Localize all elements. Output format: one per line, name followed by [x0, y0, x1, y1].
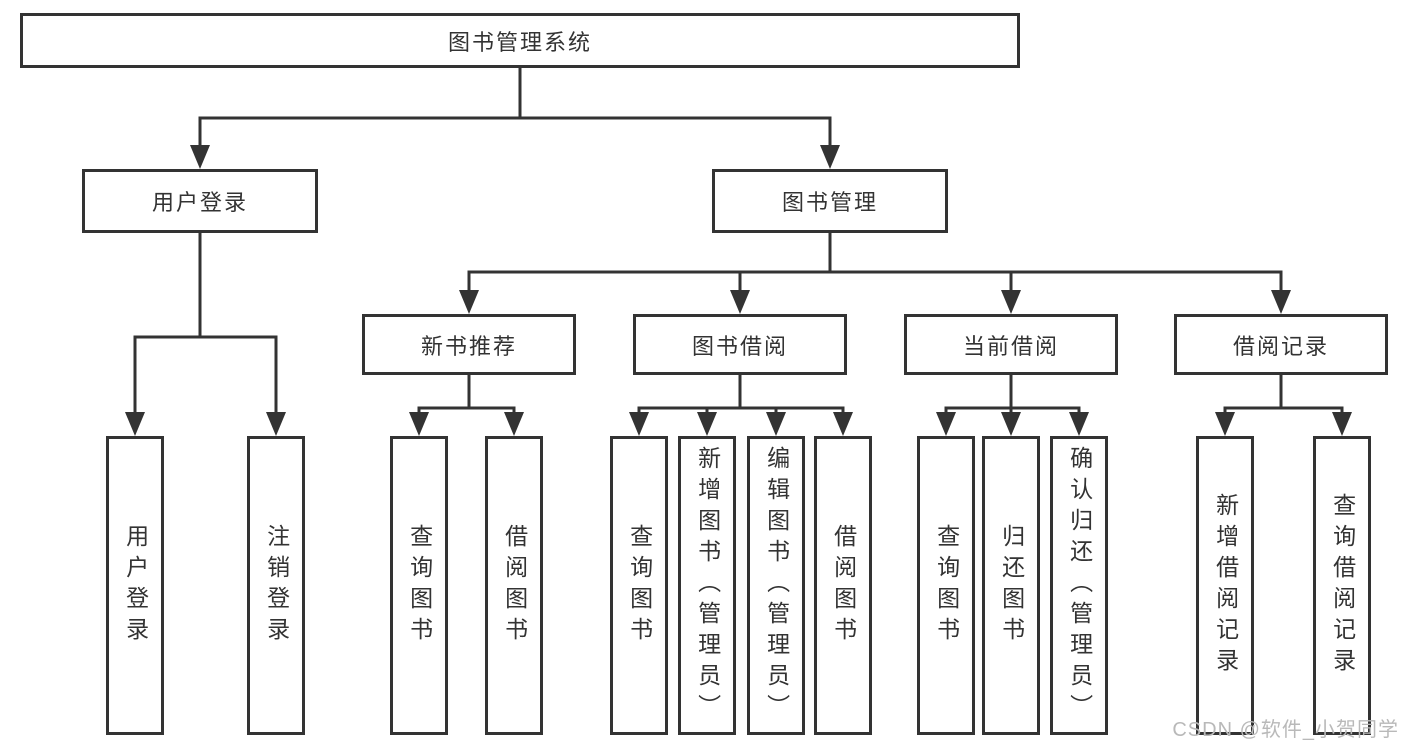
leaf-add-borrow-record-label: 新增借阅记录 [1212, 492, 1239, 679]
arrowhead-new-book-recommend [459, 290, 479, 314]
node-current-borrow: 当前借阅 [904, 314, 1118, 375]
leaf-query-books-3: 查询图书 [917, 436, 975, 735]
arrowhead-leaf-query-books-1 [409, 412, 429, 436]
node-user-login-label: 用户登录 [151, 190, 248, 215]
leaf-query-books-1: 查询图书 [390, 436, 448, 735]
arrowhead-leaf-add-record [1215, 412, 1235, 436]
leaf-query-borrow-record-label: 查询借阅记录 [1329, 492, 1356, 679]
node-user-login: 用户登录 [82, 169, 318, 233]
leaf-return-books: 归还图书 [982, 436, 1040, 735]
leaf-borrow-books-2-label: 借阅图书 [830, 523, 857, 648]
arrowhead-leaf-user-login [125, 412, 145, 436]
arrowhead-leaf-edit-book [766, 412, 786, 436]
leaf-user-login-label: 用户登录 [122, 523, 149, 648]
arrowhead-leaf-logout [266, 412, 286, 436]
arrowhead-leaf-query-books-2 [629, 412, 649, 436]
node-borrow-records-label: 借阅记录 [1232, 333, 1329, 359]
leaf-return-books-label: 归还图书 [998, 523, 1025, 648]
leaf-borrow-books-1: 借阅图书 [485, 436, 543, 735]
leaf-query-books-2-label: 查询图书 [626, 523, 653, 648]
arrowhead-leaf-confirm-return [1069, 412, 1089, 436]
leaf-edit-book-admin-label: 编辑图书（管理员） [763, 446, 790, 725]
node-borrow-records: 借阅记录 [1174, 314, 1388, 375]
node-book-borrow: 图书借阅 [633, 314, 847, 375]
leaf-query-books-2: 查询图书 [610, 436, 668, 735]
arrowhead-borrow-records [1271, 290, 1291, 314]
arrowhead-leaf-query-record [1332, 412, 1352, 436]
node-new-book-recommend-label: 新书推荐 [420, 333, 517, 359]
leaf-logout: 注销登录 [247, 436, 305, 735]
leaf-add-borrow-record: 新增借阅记录 [1196, 436, 1254, 735]
arrowhead-leaf-query-books-3 [936, 412, 956, 436]
arrowhead-current-borrow [1001, 290, 1021, 314]
node-current-borrow-label: 当前借阅 [962, 333, 1059, 359]
node-root-label: 图书管理系统 [447, 29, 592, 55]
node-book-management-label: 图书管理 [781, 190, 878, 215]
arrowhead-leaf-borrow-books-2 [833, 412, 853, 436]
node-book-management: 图书管理 [712, 169, 948, 233]
arrowhead-leaf-add-book [697, 412, 717, 436]
leaf-borrow-books-2: 借阅图书 [814, 436, 872, 735]
leaf-add-book-admin: 新增图书（管理员） [678, 436, 736, 735]
leaf-edit-book-admin: 编辑图书（管理员） [747, 436, 805, 735]
leaf-query-books-3-label: 查询图书 [933, 523, 960, 648]
arrowhead-user-login [190, 145, 210, 169]
arrowhead-book-borrow [730, 290, 750, 314]
node-book-borrow-label: 图书借阅 [691, 333, 788, 359]
leaf-add-book-admin-label: 新增图书（管理员） [694, 446, 721, 725]
leaf-query-books-1-label: 查询图书 [406, 523, 433, 648]
watermark: CSDN @软件_小贺同学 [1172, 719, 1399, 741]
node-root: 图书管理系统 [20, 13, 1020, 68]
leaf-confirm-return-admin-label: 确认归还（管理员） [1066, 446, 1093, 725]
leaf-logout-label: 注销登录 [263, 523, 290, 648]
arrowhead-leaf-return-books [1001, 412, 1021, 436]
node-new-book-recommend: 新书推荐 [362, 314, 576, 375]
leaf-borrow-books-1-label: 借阅图书 [501, 523, 528, 648]
leaf-confirm-return-admin: 确认归还（管理员） [1050, 436, 1108, 735]
arrowhead-leaf-borrow-books-1 [504, 412, 524, 436]
leaf-query-borrow-record: 查询借阅记录 [1313, 436, 1371, 735]
leaf-user-login: 用户登录 [106, 436, 164, 735]
arrowhead-book-management [820, 145, 840, 169]
